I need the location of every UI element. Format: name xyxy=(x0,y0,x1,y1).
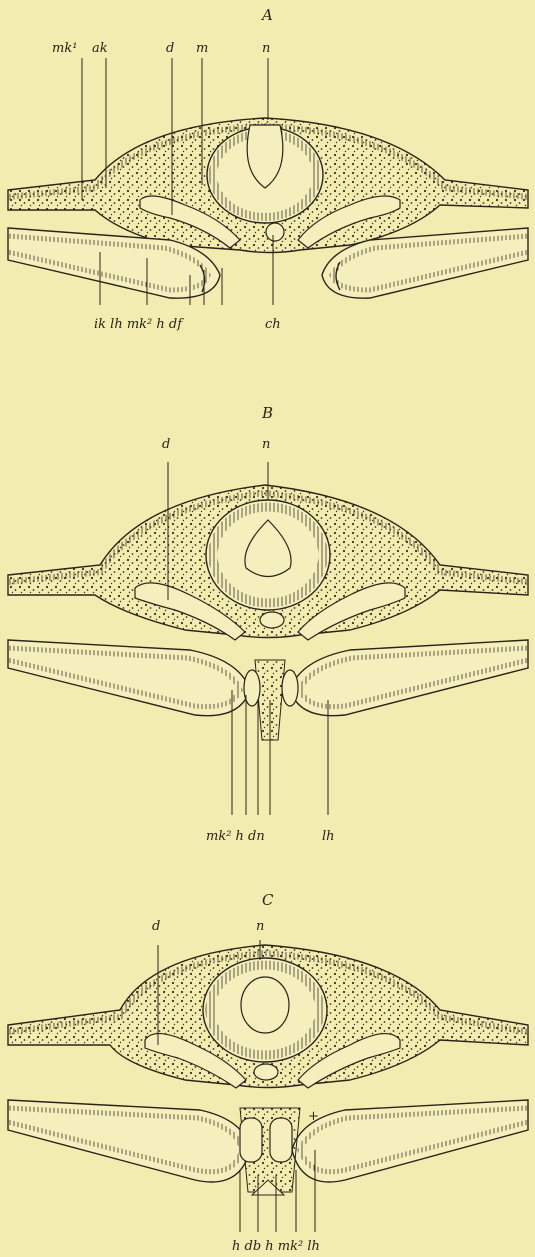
heart-left xyxy=(240,1118,262,1162)
label-c-bottom: h db h mk² lh xyxy=(232,1239,320,1254)
label-a-ak: ak xyxy=(92,41,108,56)
heart-right xyxy=(270,1118,292,1162)
label-b-lh: lh xyxy=(322,829,335,844)
panel-b: B d n mk² h dn lh xyxy=(8,404,528,844)
label-b-n: n xyxy=(262,437,270,452)
label-a-m: m xyxy=(196,41,208,56)
panel-a: A xyxy=(8,6,528,332)
label-a-mk1: mk¹ xyxy=(52,41,77,56)
label-b-d: d xyxy=(162,437,170,452)
notochord xyxy=(266,223,284,241)
neural-canal xyxy=(241,977,289,1033)
label-a-bottom: ik lh mk² h df xyxy=(94,317,184,332)
heart-right xyxy=(282,670,298,706)
panel-c: C d n + h db h mk² lh xyxy=(8,891,528,1254)
label-c-n: n xyxy=(256,919,264,934)
label-c-d: d xyxy=(152,919,160,934)
label-c-plus: + xyxy=(308,1109,319,1124)
panel-a-title: A xyxy=(260,6,273,24)
label-a-n: n xyxy=(262,41,270,56)
panel-c-title: C xyxy=(262,891,274,909)
notochord xyxy=(260,612,284,628)
label-b-bottom: mk² h dn xyxy=(206,829,265,844)
label-a-ch: ch xyxy=(265,317,281,332)
label-a-d: d xyxy=(166,41,174,56)
notochord xyxy=(254,1064,278,1080)
panel-b-title: B xyxy=(261,404,273,422)
